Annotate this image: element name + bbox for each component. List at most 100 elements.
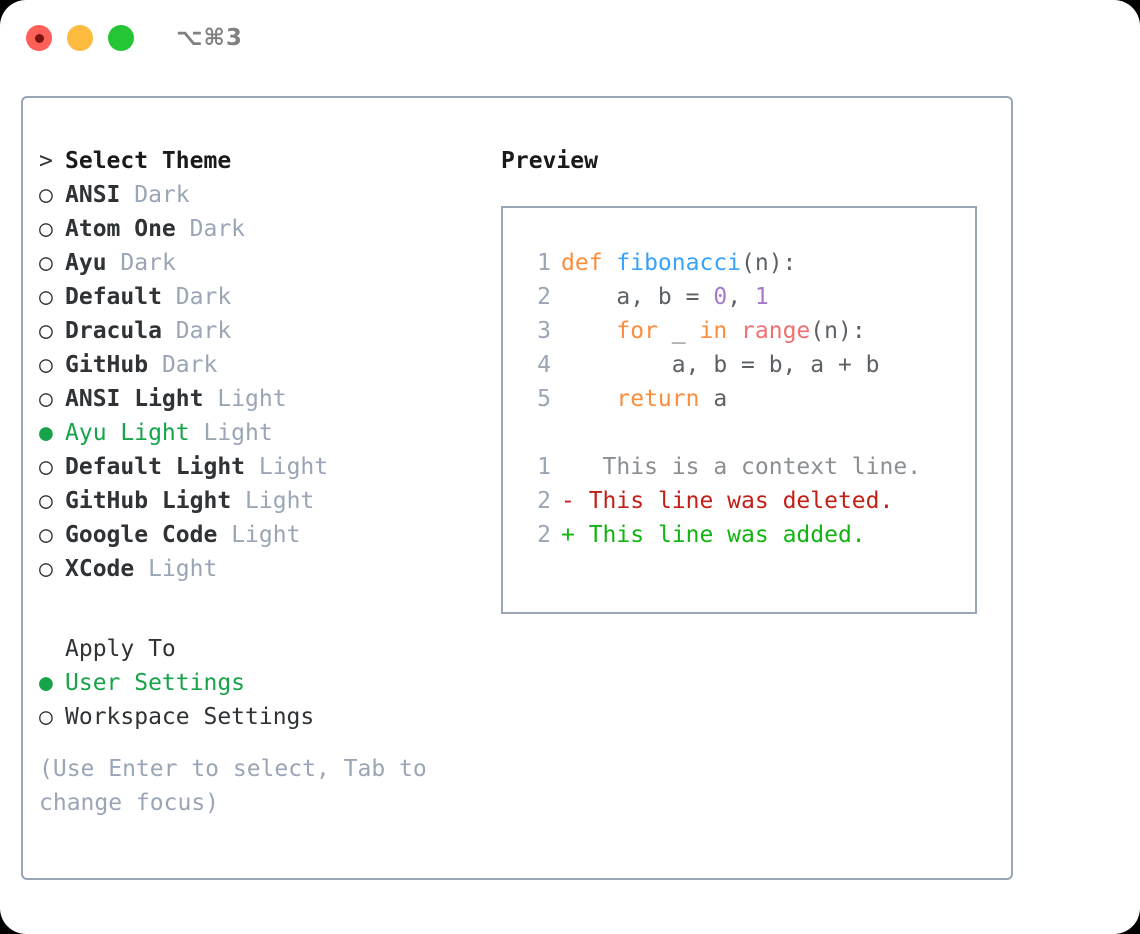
apply-to-list: ●User Settings○Workspace Settings	[39, 670, 479, 738]
radio-unselected-icon[interactable]: ○	[39, 250, 53, 276]
theme-list-item[interactable]: ○ Default Light Light	[39, 454, 479, 488]
theme-list-item[interactable]: ○GitHub Light Light	[39, 488, 479, 522]
code-line-number: 2	[537, 284, 551, 310]
code-token-num: 1	[754, 284, 769, 310]
diff-text: This line was added.	[574, 522, 866, 548]
radio-unselected-icon[interactable]: ○	[39, 556, 53, 582]
diff-text: This is a context line.	[574, 454, 922, 480]
theme-name-gap	[190, 420, 204, 446]
apply-to-marker-placeholder	[39, 636, 65, 662]
theme-name: GitHub	[65, 352, 149, 378]
hint-text: (Use Enter to select, Tab to change focu…	[39, 752, 439, 820]
code-line-number: 1	[537, 250, 551, 276]
code-line: 5 return a	[521, 386, 975, 420]
code-token-pl	[727, 318, 741, 344]
code-token-pl	[561, 386, 616, 412]
maximize-dot-icon[interactable]	[108, 25, 134, 51]
radio-unselected-icon[interactable]: ○	[39, 522, 53, 548]
code-token-pl	[561, 318, 616, 344]
theme-variant-tag: Dark	[175, 318, 232, 344]
preview-title: Preview	[501, 148, 598, 174]
diff-line: 2- This line was deleted.	[521, 488, 975, 522]
radio-unselected-icon[interactable]: ○	[39, 216, 53, 242]
code-token-kw: in	[699, 318, 728, 344]
radio-selected-icon[interactable]: ●	[39, 670, 53, 696]
select-theme-heading-row: > Select Theme	[39, 148, 479, 182]
theme-name-gap	[107, 250, 121, 276]
code-token-fn: fibonacci	[616, 250, 742, 276]
code-line-text: a, b = 0, 1	[561, 284, 769, 310]
radio-unselected-icon[interactable]: ○	[39, 386, 53, 412]
code-token-pl: a, b = b, a + b	[561, 352, 880, 378]
diff-line-content: This is a context line.	[561, 454, 922, 480]
theme-name: XCode	[65, 556, 135, 582]
minimize-dot-icon[interactable]	[67, 25, 93, 51]
theme-name-gap	[203, 386, 217, 412]
code-line-text: return a	[561, 386, 727, 412]
radio-unselected-icon[interactable]: ○	[39, 284, 53, 310]
code-token-kw: for	[616, 318, 658, 344]
theme-name: ANSI Light	[65, 386, 204, 412]
diff-marker	[561, 454, 575, 480]
radio-unselected-icon[interactable]: ○	[39, 454, 53, 480]
window-controls	[26, 25, 134, 51]
theme-list: ○ANSI Dark○Atom One Dark○Ayu Dark○Defaul…	[39, 182, 479, 590]
section-spacer	[39, 590, 479, 636]
hint-line-1: (Use Enter to select, Tab to	[39, 756, 427, 782]
theme-name: Ayu	[65, 250, 107, 276]
diff-line-number: 2	[537, 522, 551, 548]
code-token-pl: _	[657, 318, 700, 344]
recording-indicator-icon	[34, 33, 44, 43]
code-line-number: 4	[537, 352, 551, 378]
theme-list-item[interactable]: ○ANSI Dark	[39, 182, 479, 216]
theme-name-gap	[134, 556, 148, 582]
radio-selected-icon[interactable]: ●	[39, 420, 53, 446]
theme-name: GitHub Light	[65, 488, 232, 514]
theme-variant-tag: Dark	[189, 216, 246, 242]
theme-name-gap	[217, 522, 231, 548]
diff-line-content: - This line was deleted.	[561, 488, 893, 514]
theme-variant-tag: Light	[258, 454, 329, 480]
theme-name: Default	[65, 284, 162, 310]
code-line-number: 3	[537, 318, 551, 344]
apply-to-option[interactable]: ○Workspace Settings	[39, 704, 479, 738]
theme-name: Google Code	[65, 522, 218, 548]
theme-name: Ayu Light	[65, 420, 190, 446]
close-dot-icon[interactable]	[26, 25, 52, 51]
code-token-bi: range	[741, 318, 811, 344]
theme-list-item[interactable]: ○Atom One Dark	[39, 216, 479, 250]
theme-list-item[interactable]: ●Ayu Light Light	[39, 420, 479, 454]
apply-to-option[interactable]: ●User Settings	[39, 670, 479, 704]
radio-unselected-icon[interactable]: ○	[39, 704, 53, 730]
theme-variant-tag: Dark	[134, 182, 190, 208]
diff-line: 2 + This line was added.	[521, 522, 975, 556]
radio-unselected-icon[interactable]: ○	[39, 488, 53, 514]
radio-unselected-icon[interactable]: ○	[39, 182, 53, 208]
theme-list-item[interactable]: ○XCode Light	[39, 556, 479, 590]
radio-unselected-icon[interactable]: ○	[39, 352, 53, 378]
apply-to-heading-row: Apply To	[39, 636, 479, 670]
code-token-num: 0	[713, 284, 728, 310]
theme-name-gap	[176, 216, 190, 242]
code-token-pl: a, b =	[561, 284, 714, 310]
theme-name: Default Light	[65, 454, 246, 480]
diff-marker: +	[561, 522, 575, 548]
radio-unselected-icon[interactable]: ○	[39, 318, 53, 344]
theme-list-item[interactable]: ○Default Dark	[39, 284, 479, 318]
theme-list-item[interactable]: ○ GitHub Dark	[39, 352, 479, 386]
diff-sample: 1 This is a context line.2- This line wa…	[521, 454, 975, 556]
theme-list-item[interactable]: ○Dracula Dark	[39, 318, 479, 352]
code-line: 4 a, b = b, a + b	[521, 352, 975, 386]
theme-name-gap	[162, 318, 176, 344]
theme-list-item[interactable]: ○Ayu Dark	[39, 250, 479, 284]
theme-name-gap	[245, 454, 259, 480]
theme-variant-tag: Dark	[161, 352, 218, 378]
code-token-pl: (n):	[741, 250, 797, 276]
theme-list-item[interactable]: ○Google Code Light	[39, 522, 479, 556]
theme-name-gap	[120, 182, 134, 208]
theme-name-gap	[231, 488, 245, 514]
theme-list-item[interactable]: ○ANSI Light Light	[39, 386, 479, 420]
